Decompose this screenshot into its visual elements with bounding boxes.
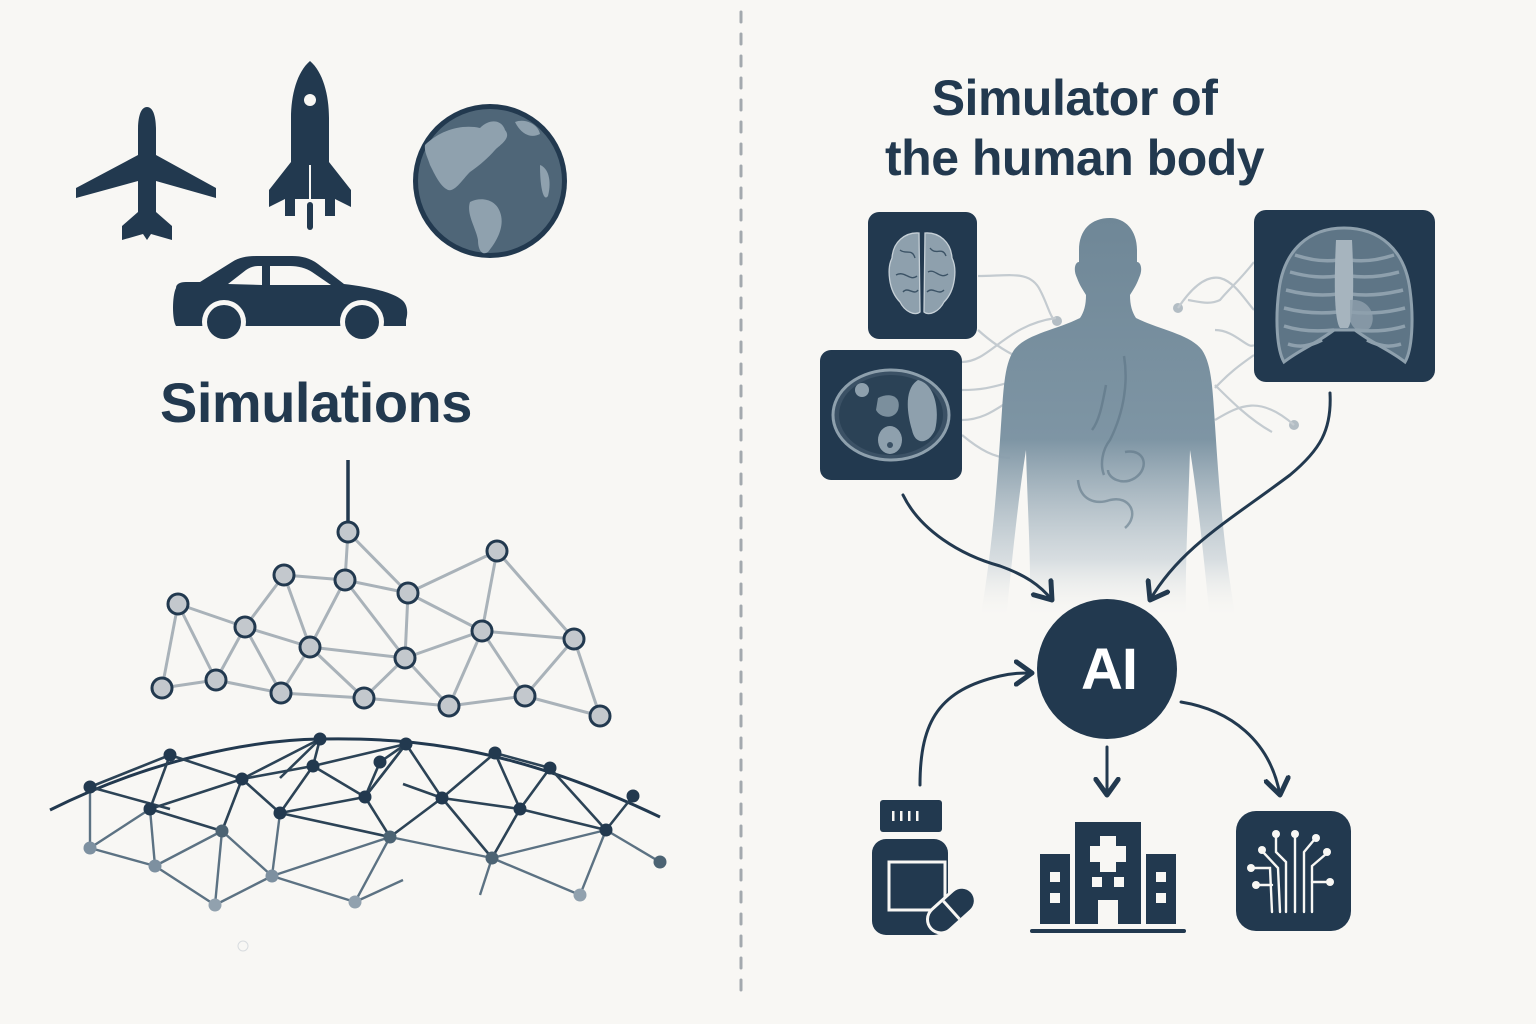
rocket-icon bbox=[269, 61, 351, 230]
airplane-icon bbox=[76, 107, 216, 240]
medication-icon[interactable] bbox=[872, 800, 983, 941]
ai-hub-node[interactable] bbox=[1037, 599, 1177, 739]
simulations-title: Simulations bbox=[160, 371, 472, 434]
flow-arrows bbox=[901, 391, 1332, 795]
human-body-simulator-title: Simulator of the human body bbox=[885, 68, 1265, 188]
node-network-graph bbox=[150, 460, 612, 728]
digital-circuit-icon[interactable] bbox=[1236, 811, 1351, 931]
globe-icon bbox=[413, 104, 567, 258]
chest-xray-image[interactable] bbox=[1254, 210, 1435, 382]
hospital-icon[interactable] bbox=[1030, 822, 1186, 933]
human-body-silhouette bbox=[980, 218, 1236, 620]
curved-mesh-surface bbox=[49, 732, 667, 952]
ai-hub-label[interactable]: AI bbox=[1081, 636, 1138, 702]
abdominal-ct-scan-image[interactable] bbox=[820, 350, 962, 480]
brain-scan-image[interactable] bbox=[868, 212, 977, 339]
title-line-1: Simulator of bbox=[931, 70, 1218, 126]
car-icon bbox=[173, 256, 408, 344]
title-line-2: the human body bbox=[885, 130, 1265, 186]
